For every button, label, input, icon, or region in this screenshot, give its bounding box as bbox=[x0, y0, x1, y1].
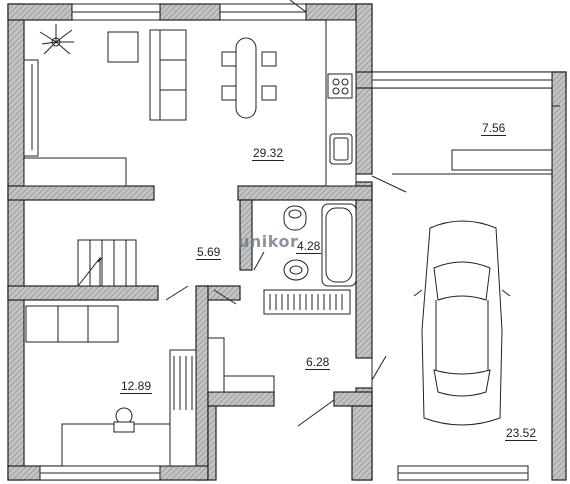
radiator bbox=[263, 289, 351, 315]
brand-watermark: unikor bbox=[238, 232, 299, 251]
utility-shelf bbox=[451, 149, 553, 171]
area-label-living: 29.32 bbox=[252, 146, 285, 161]
utility-furniture bbox=[392, 105, 560, 175]
corridor-wardrobe bbox=[207, 337, 275, 393]
door-swing-entrance bbox=[297, 399, 335, 427]
door-swing-garage bbox=[371, 175, 407, 193]
wall-corridor-bottom-right bbox=[333, 391, 373, 407]
bedroom-furniture bbox=[25, 305, 197, 467]
wall-wc-left bbox=[239, 199, 253, 271]
wall-entrance-left bbox=[207, 405, 217, 481]
wall-living-bottom-right bbox=[237, 185, 373, 201]
door-swing-kitchen bbox=[289, 0, 307, 13]
chair bbox=[221, 51, 237, 67]
windows bbox=[39, 3, 553, 481]
wall-entrance-right bbox=[351, 405, 373, 481]
bedroom-sofa bbox=[25, 305, 119, 343]
plant-icon bbox=[39, 24, 74, 55]
wall-garage-right bbox=[551, 71, 567, 481]
wall-living-bottom bbox=[7, 185, 155, 201]
side-table bbox=[107, 31, 139, 63]
stove bbox=[327, 73, 353, 99]
chair bbox=[221, 85, 237, 101]
wc-fixtures bbox=[283, 203, 357, 287]
door-swing-corridor-garage bbox=[371, 355, 387, 381]
door-swing-bedroom bbox=[165, 285, 189, 301]
wall-top-mid bbox=[159, 3, 221, 21]
tv-cabinet bbox=[23, 59, 39, 157]
area-label-wc: 4.28 bbox=[296, 239, 322, 254]
bench bbox=[23, 157, 127, 187]
wall-kitchen-right bbox=[355, 3, 373, 175]
area-label-hall: 5.69 bbox=[196, 245, 222, 260]
area-label-bedroom: 12.89 bbox=[120, 379, 153, 394]
wall-hall-bottom bbox=[203, 285, 241, 301]
chair bbox=[261, 51, 277, 67]
stairs bbox=[77, 239, 137, 287]
wall-stair-bottom bbox=[7, 285, 159, 301]
living-furniture bbox=[23, 19, 357, 187]
area-label-garage: 23.52 bbox=[505, 426, 538, 441]
dining-table bbox=[221, 37, 277, 119]
wall-left bbox=[7, 3, 25, 481]
doors bbox=[165, 0, 407, 427]
chair bbox=[261, 85, 277, 101]
door-swing-wc bbox=[253, 251, 265, 271]
wall-garage-left-lower bbox=[355, 181, 373, 359]
wall-corridor-bottom-left bbox=[207, 391, 275, 407]
car-icon bbox=[413, 220, 511, 426]
door-swing-hall bbox=[213, 289, 237, 305]
wall-top-left bbox=[7, 3, 73, 21]
area-label-utility: 7.56 bbox=[481, 121, 507, 136]
wall-bedroom-right bbox=[195, 285, 209, 481]
area-label-corridor: 6.28 bbox=[305, 355, 331, 370]
